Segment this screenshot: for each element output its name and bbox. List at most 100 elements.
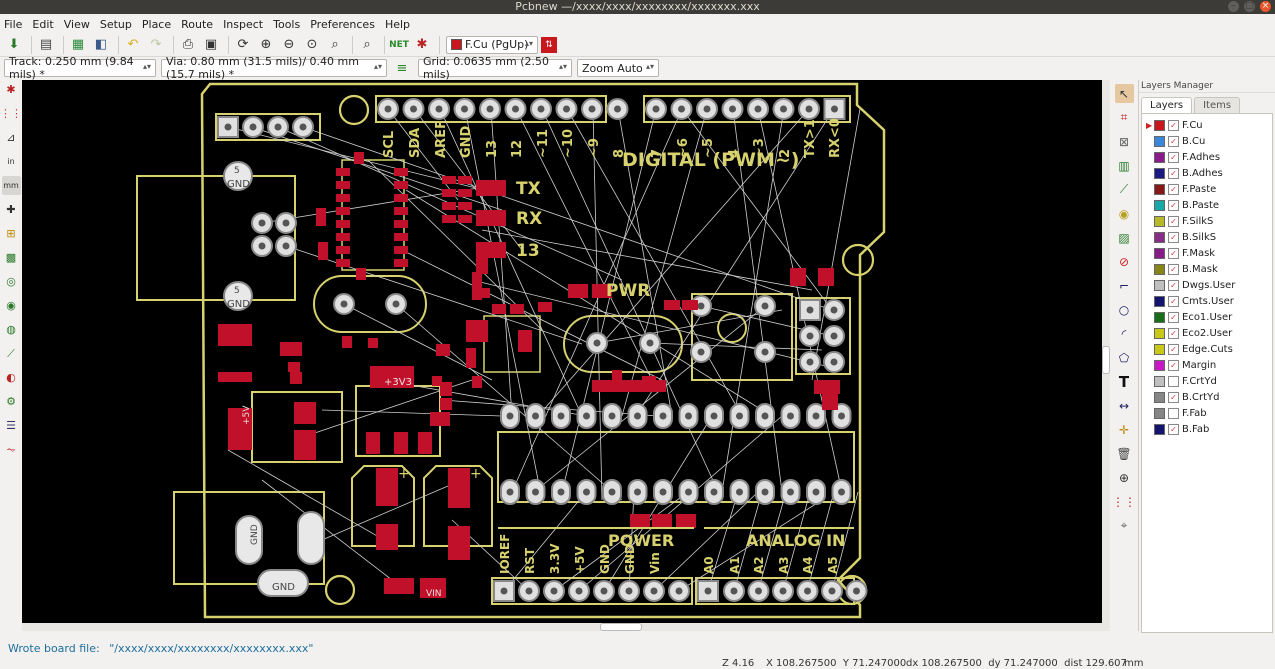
pad-sketch-icon[interactable]: ◉ bbox=[6, 299, 16, 312]
add-keepout-icon[interactable]: ⊘ bbox=[1118, 254, 1130, 269]
menu-edit[interactable]: Edit bbox=[32, 17, 54, 31]
layer-color-swatch[interactable] bbox=[1154, 359, 1165, 371]
add-zone-icon[interactable]: ▨ bbox=[1118, 230, 1130, 245]
menu-setup[interactable]: Setup bbox=[99, 17, 132, 31]
layer-row[interactable]: ✓B.CrtYd bbox=[1142, 389, 1272, 405]
layers-manager-icon[interactable]: ☰ bbox=[6, 419, 16, 432]
add-text-icon[interactable]: T bbox=[1118, 372, 1130, 391]
select-arrow-icon[interactable]: ↖ bbox=[1114, 84, 1134, 103]
layer-color-swatch[interactable] bbox=[1154, 375, 1165, 387]
maximize-button[interactable]: □ bbox=[1244, 1, 1255, 12]
horizontal-scrollbar[interactable] bbox=[22, 623, 1110, 631]
add-polygon-icon[interactable]: ⬠ bbox=[1118, 350, 1130, 365]
layer-visibility-checkbox[interactable]: ✓ bbox=[1168, 295, 1179, 307]
layer-visibility-checkbox[interactable]: ✓ bbox=[1168, 279, 1179, 291]
layer-visibility-checkbox[interactable]: ✓ bbox=[1168, 183, 1179, 195]
layer-visibility-checkbox[interactable]: ✓ bbox=[1168, 135, 1179, 147]
ratsnest-icon[interactable]: ⊞ bbox=[6, 227, 16, 240]
drc-off-icon[interactable]: ✱ bbox=[6, 83, 16, 96]
tab-layers[interactable]: Layers bbox=[1141, 97, 1193, 113]
layer-color-swatch[interactable] bbox=[1154, 263, 1165, 275]
layer-color-swatch[interactable] bbox=[1154, 423, 1165, 435]
zone-outline-icon[interactable]: ◎ bbox=[6, 275, 16, 288]
zoom-fit-icon[interactable]: ⊙ bbox=[306, 37, 318, 52]
layer-row[interactable]: ✓F.Paste bbox=[1142, 181, 1272, 197]
tab-items[interactable]: Items bbox=[1194, 97, 1241, 113]
minimize-button[interactable]: – bbox=[1228, 1, 1239, 12]
add-target-icon[interactable]: ✛ bbox=[1118, 422, 1130, 437]
layer-visibility-checkbox[interactable]: ✓ bbox=[1168, 359, 1179, 371]
add-line-icon[interactable]: ⌐ bbox=[1118, 278, 1130, 293]
layer-visibility-checkbox[interactable]: ✓ bbox=[1168, 327, 1179, 339]
auto-track-width-icon[interactable]: ≡ bbox=[396, 60, 408, 76]
add-circle-icon[interactable]: ○ bbox=[1118, 302, 1130, 317]
layer-color-swatch[interactable] bbox=[1154, 391, 1165, 403]
add-arc-icon[interactable]: ◜ bbox=[1121, 326, 1127, 341]
layer-row[interactable]: ✓Edge.Cuts bbox=[1142, 341, 1272, 357]
layer-visibility-checkbox[interactable]: ✓ bbox=[1168, 167, 1179, 179]
layer-visibility-checkbox[interactable]: ✓ bbox=[1168, 199, 1179, 211]
print-icon[interactable]: ⎙ bbox=[182, 37, 194, 52]
vertical-scroll-thumb[interactable] bbox=[1102, 346, 1110, 374]
track-sketch-icon[interactable]: ⟋ bbox=[7, 346, 15, 360]
layer-row[interactable]: F.CrtYd bbox=[1142, 373, 1272, 389]
units-inch-icon[interactable]: in bbox=[7, 157, 15, 166]
layer-row[interactable]: ✓F.Mask bbox=[1142, 245, 1272, 261]
redo-icon[interactable]: ↷ bbox=[150, 37, 162, 52]
horizontal-scroll-thumb[interactable] bbox=[600, 623, 642, 631]
close-button[interactable]: × bbox=[1260, 1, 1271, 12]
layer-color-swatch[interactable] bbox=[1154, 167, 1165, 179]
units-mm-icon[interactable]: mm bbox=[1, 176, 21, 195]
layer-visibility-checkbox[interactable]: ✓ bbox=[1168, 423, 1179, 435]
layer-row[interactable]: ✓B.SilkS bbox=[1142, 229, 1272, 245]
layer-color-swatch[interactable] bbox=[1154, 135, 1165, 147]
footprint-library-icon[interactable]: ◧ bbox=[94, 37, 108, 52]
layer-color-swatch[interactable] bbox=[1154, 183, 1165, 195]
layer-color-swatch[interactable] bbox=[1154, 343, 1165, 355]
layer-select[interactable]: F.Cu (PgUp) ▴▾ bbox=[446, 35, 538, 54]
layer-color-swatch[interactable] bbox=[1154, 119, 1165, 131]
layer-color-swatch[interactable] bbox=[1154, 327, 1165, 339]
layer-row[interactable]: ✓Dwgs.User bbox=[1142, 277, 1272, 293]
zoom-out-icon[interactable]: ⊖ bbox=[283, 37, 295, 52]
add-dimension-icon[interactable]: ↔ bbox=[1118, 398, 1130, 413]
menu-route[interactable]: Route bbox=[181, 17, 214, 31]
track-width-select[interactable]: Track: 0.250 mm (9.84 mils) * ▴▾ bbox=[4, 55, 156, 81]
layer-row[interactable]: ✓Margin bbox=[1142, 357, 1272, 373]
netlist-icon[interactable]: NET bbox=[389, 39, 409, 50]
layer-color-swatch[interactable] bbox=[1154, 295, 1165, 307]
layer-color-swatch[interactable] bbox=[1154, 199, 1165, 211]
menu-tools[interactable]: Tools bbox=[273, 17, 301, 31]
zoom-in-icon[interactable]: ⊕ bbox=[260, 37, 272, 52]
layer-row[interactable]: ✓F.SilkS bbox=[1142, 213, 1272, 229]
menu-view[interactable]: View bbox=[63, 17, 90, 31]
menu-preferences[interactable]: Preferences bbox=[310, 17, 375, 31]
layer-color-swatch[interactable] bbox=[1154, 279, 1165, 291]
layer-row[interactable]: ✓Eco2.User bbox=[1142, 325, 1272, 341]
layer-color-swatch[interactable] bbox=[1154, 231, 1165, 243]
vertical-scrollbar[interactable] bbox=[1102, 80, 1110, 623]
menu-inspect[interactable]: Inspect bbox=[223, 17, 264, 31]
layer-visibility-checkbox[interactable]: ✓ bbox=[1168, 263, 1179, 275]
microwave-tools-icon[interactable]: ⚙ bbox=[6, 395, 16, 408]
menu-file[interactable]: File bbox=[4, 17, 23, 31]
find-icon[interactable]: ⌕ bbox=[363, 37, 371, 52]
board-setup-icon[interactable]: ▦ bbox=[71, 37, 85, 52]
layer-color-swatch[interactable] bbox=[1154, 215, 1165, 227]
layer-row[interactable]: F.Fab bbox=[1142, 405, 1272, 421]
layer-row[interactable]: ✓B.Adhes bbox=[1142, 165, 1272, 181]
set-origin-icon[interactable]: ⊕ bbox=[1118, 470, 1130, 485]
save-icon[interactable]: ⬇ bbox=[8, 37, 20, 52]
highlight-net-icon[interactable]: ⌗ bbox=[1120, 110, 1128, 124]
measure-icon[interactable]: ⌖ bbox=[1120, 518, 1128, 532]
layer-color-swatch[interactable] bbox=[1154, 247, 1165, 259]
add-footprint-icon[interactable]: ▥ bbox=[1118, 158, 1130, 173]
local-ratsnest-icon[interactable]: ⊠ bbox=[1118, 134, 1130, 149]
layer-row[interactable]: ✓Eco1.User bbox=[1142, 309, 1272, 325]
layer-visibility-checkbox[interactable]: ✓ bbox=[1168, 119, 1179, 131]
layer-visibility-checkbox[interactable] bbox=[1168, 407, 1179, 419]
layer-visibility-checkbox[interactable]: ✓ bbox=[1168, 311, 1179, 323]
layer-row[interactable]: ✓B.Fab bbox=[1142, 421, 1272, 437]
layer-visibility-checkbox[interactable]: ✓ bbox=[1168, 391, 1179, 403]
